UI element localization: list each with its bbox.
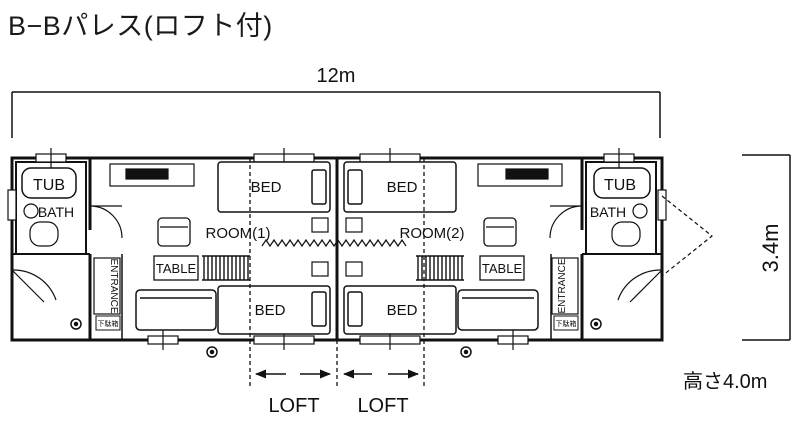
bed-label-3: BED (387, 179, 418, 196)
depth-label: 3.4m (758, 224, 783, 273)
entrance-left: ENTRANCE 下駄箱 (93, 257, 121, 331)
bed-label-2: BED (255, 302, 286, 319)
table-label-left: TABLE (156, 261, 197, 276)
tub-label-left: TUB (33, 177, 65, 194)
room-label-left: ROOM(1) (206, 225, 271, 242)
bath-unit-left: TUB BATH (21, 167, 77, 247)
room-label-right: ROOM(2) (400, 225, 465, 242)
stairs-left (202, 255, 250, 281)
entrance-label-right: ENTRANCE (557, 258, 568, 313)
height-label: 高さ4.0m (683, 370, 767, 393)
entrance-right: ENTRANCE 下駄箱 (551, 257, 579, 331)
table-right: TABLE (479, 255, 525, 281)
bed-label-4: BED (387, 302, 418, 319)
bed-label-1: BED (251, 179, 282, 196)
partition-blocks (311, 217, 363, 277)
bath-label-left: BATH (38, 204, 74, 220)
page-title: B−Bパレス(ロフト付) (8, 11, 273, 41)
bath-label-right: BATH (590, 204, 626, 220)
tow-hitch (661, 195, 713, 277)
width-dimension: 12m (11, 65, 661, 138)
utility-hookups (70, 318, 602, 358)
doors (11, 205, 663, 303)
bath-unit-right: TUB BATH (590, 167, 651, 247)
table-left: TABLE (153, 255, 199, 281)
table-label-right: TABLE (482, 261, 523, 276)
shoe-box-label-left: 下駄箱 (98, 319, 119, 328)
partition-curtain (261, 238, 407, 248)
chairs (157, 217, 517, 247)
loft-label-right: LOFT (357, 395, 408, 417)
stairs-right (416, 255, 464, 281)
width-label: 12m (317, 65, 356, 87)
depth-dimension: 3.4m (742, 154, 791, 341)
loft-extent-lines (249, 158, 425, 386)
shoe-box-label-right: 下駄箱 (556, 319, 577, 328)
tub-label-right: TUB (604, 177, 636, 194)
beds (217, 161, 457, 335)
sofas (135, 289, 539, 331)
entrance-label-left: ENTRANCE (108, 258, 119, 313)
kitchen-counters (109, 163, 563, 187)
loft-label-left: LOFT (268, 395, 319, 417)
